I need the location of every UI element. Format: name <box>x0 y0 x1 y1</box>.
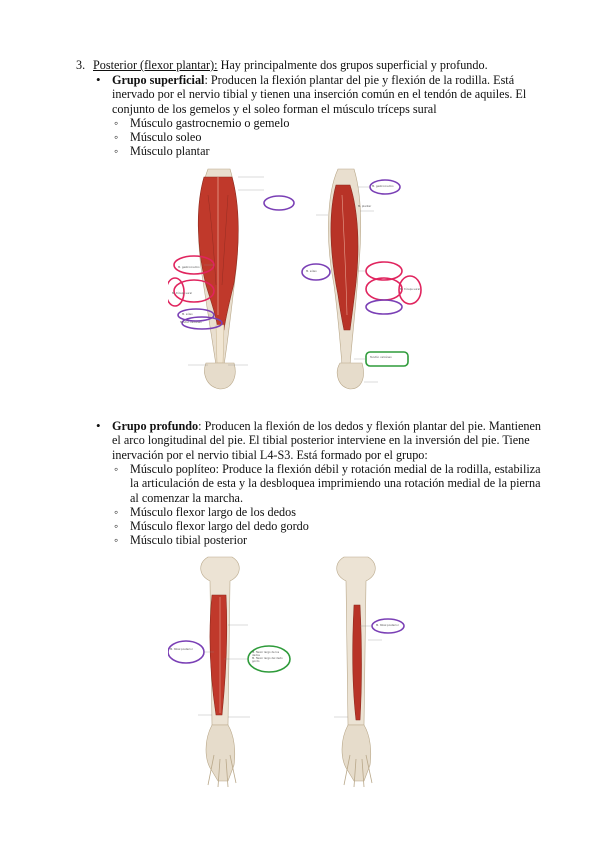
deep-text: : Producen la flexión de los dedos y fle… <box>112 419 541 462</box>
fig1-label: M. sóleo <box>182 313 193 316</box>
sub-bullet: ◦ <box>114 116 119 130</box>
fig1-label: M. sóleo <box>306 270 317 273</box>
section-intro: Hay principalmente dos grupos superficia… <box>217 58 488 72</box>
sub-bullet: ◦ <box>114 130 119 144</box>
right-leg-deep-illustration <box>336 556 376 787</box>
fig2-label: M. tibial posterior <box>170 648 193 651</box>
deep-item: Músculo flexor largo del dedo gordo <box>130 519 309 533</box>
deep-paragraph: Grupo profundo: Producen la flexión de l… <box>112 419 544 462</box>
left-leg-deep-illustration <box>200 556 240 787</box>
figure-deep-muscles <box>168 555 426 787</box>
section-number: 3. <box>76 58 86 72</box>
figure-superficial-muscles <box>168 165 423 397</box>
fig1-label: M. gastrocnemio <box>178 266 200 269</box>
sub-bullet: ◦ <box>114 144 119 158</box>
right-leg-illustration <box>328 168 364 390</box>
sub-bullet: ◦ <box>114 519 119 533</box>
superficial-paragraph: Grupo superficial: Producen la flexión p… <box>112 73 544 116</box>
deep-heading: Grupo profundo <box>112 419 199 433</box>
fig1-label: Tendón calcáneo <box>180 321 202 324</box>
superficial-item: Músculo soleo <box>130 130 202 144</box>
superficial-heading: Grupo superficial <box>112 73 205 87</box>
left-leg-illustration <box>197 168 239 390</box>
fig1-label: Tendón calcáneo <box>370 356 392 359</box>
fig1-label: M. tríceps sural <box>172 292 192 295</box>
deep-item: Músculo tibial posterior <box>130 533 248 547</box>
superficial-item: Músculo gastrocnemio o gemelo <box>130 116 290 130</box>
section-title: Posterior (flexor plantar): <box>93 58 218 72</box>
superficial-item: Músculo plantar <box>130 144 210 158</box>
fig2-label: M. flexor largo de los dedos <box>252 651 280 657</box>
bullet-superficial: • <box>96 72 101 87</box>
superficial-text: : Producen la flexión plantar del pie y … <box>112 73 527 116</box>
deep-item: Músculo poplíteo: Produce la flexión déb… <box>130 462 541 505</box>
fig1-label: M. plantar <box>358 205 372 208</box>
fig1-label: M. tríceps sural <box>400 288 420 291</box>
bullet-deep: • <box>96 418 101 433</box>
sub-bullet: ◦ <box>114 462 119 476</box>
deep-item: Músculo flexor largo de los dedos <box>130 505 296 519</box>
sub-bullet: ◦ <box>114 505 119 519</box>
sub-bullet: ◦ <box>114 533 119 547</box>
fig2-label: M. tibial posterior <box>376 624 399 627</box>
fig2-label: M. flexor largo del dedo gordo <box>252 657 283 663</box>
section-heading: Posterior (flexor plantar): Hay principa… <box>93 58 553 72</box>
fig1-label: M. gastrocnemio <box>372 185 394 188</box>
